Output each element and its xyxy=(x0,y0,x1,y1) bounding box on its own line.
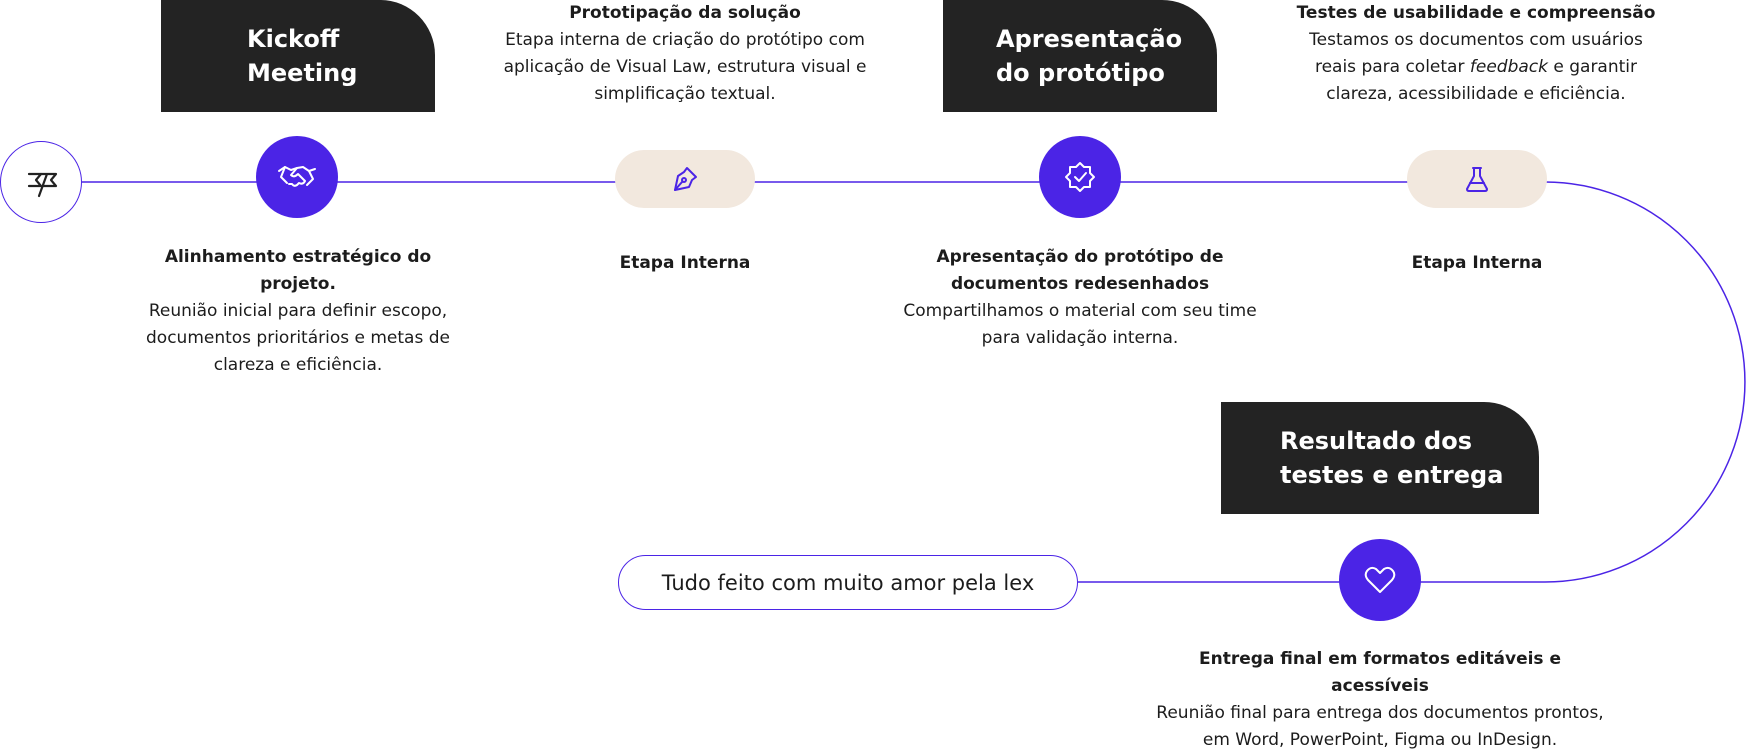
step-label-prototipacao: Etapa Interna xyxy=(565,250,805,277)
step-body-emphasis: feedback xyxy=(1469,57,1548,77)
step-body-part: Testamos os documentos com usuários reai… xyxy=(1309,30,1643,77)
step-node-prototipacao xyxy=(615,150,755,208)
step-desc-resultado: Entrega final em formatos editáveis e ac… xyxy=(1150,646,1610,754)
step-title-apresentacao: Apresentação do protótipo xyxy=(943,0,1217,112)
flask-icon xyxy=(1466,167,1488,192)
step-heading: Prototipação da solução xyxy=(569,3,801,23)
badge-check-icon xyxy=(1065,162,1095,192)
step-body: Etapa interna de criação do protótipo co… xyxy=(503,30,867,104)
step-body: Reunião final para entrega dos documento… xyxy=(1156,703,1604,750)
step-title-kickoff: Kickoff Meeting xyxy=(161,0,435,112)
end-label: Tudo feito com muito amor pela lex xyxy=(661,570,1035,595)
step-label: Etapa Interna xyxy=(1411,253,1543,273)
end-label-pill: Tudo feito com muito amor pela lex xyxy=(618,555,1078,610)
step-desc-apresentacao: Apresentação do protótipo de documentos … xyxy=(900,244,1260,352)
step-heading: Testes de usabilidade e compreensão xyxy=(1296,3,1656,23)
heart-icon xyxy=(1364,566,1396,593)
step-label-testes: Etapa Interna xyxy=(1357,250,1597,277)
step-body: Compartilhamos o material com seu time p… xyxy=(903,301,1257,348)
flag-icon xyxy=(27,172,58,198)
step-desc-kickoff: Alinhamento estratégico do projeto. Reun… xyxy=(128,244,468,379)
step-body-part: e garantir clareza, acessibilidade e efi… xyxy=(1326,57,1638,104)
pen-nib-icon xyxy=(674,167,697,191)
step-node-apresentacao xyxy=(1039,136,1121,218)
step-desc-prototipacao: Prototipação da solução Etapa interna de… xyxy=(500,0,870,108)
step-title-text: Kickoff Meeting xyxy=(247,25,358,87)
step-node-kickoff xyxy=(256,136,338,218)
step-heading: Apresentação do protótipo de documentos … xyxy=(936,247,1224,294)
timeline-path xyxy=(82,181,1746,583)
step-desc-testes: Testes de usabilidade e compreensão Test… xyxy=(1288,0,1664,108)
step-body: Testamos os documentos com usuários reai… xyxy=(1288,27,1664,108)
step-title-resultado: Resultado dos testes e entrega xyxy=(1221,402,1539,514)
step-heading: Entrega final em formatos editáveis e ac… xyxy=(1198,649,1561,696)
step-body: Reunião inicial para definir escopo, doc… xyxy=(146,301,450,375)
step-node-testes xyxy=(1407,150,1547,208)
step-heading: Alinhamento estratégico do projeto. xyxy=(164,247,432,294)
step-title-text: Apresentação do protótipo xyxy=(996,25,1183,87)
step-node-resultado xyxy=(1339,539,1421,621)
step-title-text: Resultado dos testes e entrega xyxy=(1280,427,1504,489)
start-node xyxy=(0,141,82,223)
handshake-icon xyxy=(278,166,316,187)
step-label: Etapa Interna xyxy=(619,253,751,273)
